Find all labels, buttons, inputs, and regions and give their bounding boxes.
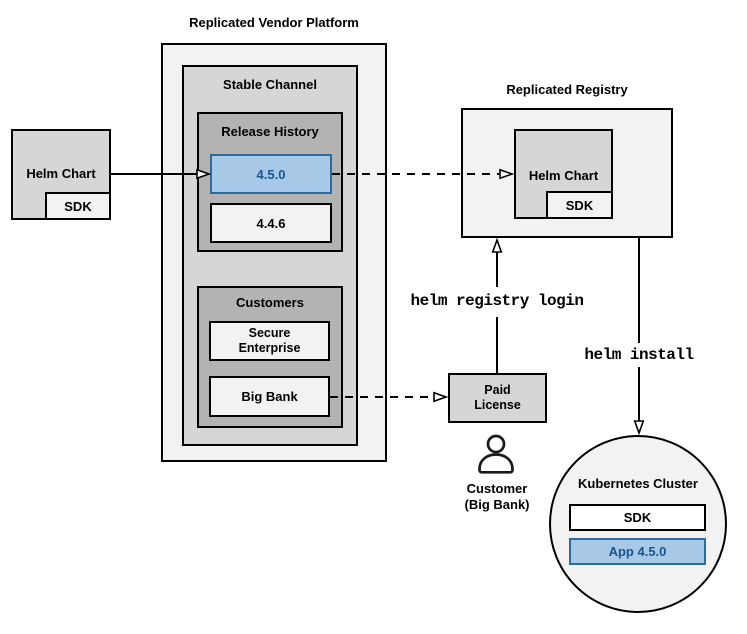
source-sdk-box: SDK — [45, 192, 111, 220]
vendor-platform-title: Replicated Vendor Platform — [189, 15, 359, 30]
registry-sdk-box: SDK — [546, 191, 613, 219]
paid-license-line1: Paid — [484, 383, 511, 397]
registry-title: Replicated Registry — [506, 82, 628, 97]
paid-license-box: Paid License — [448, 373, 547, 423]
release-4-5-0: 4.5.0 — [210, 154, 332, 194]
kubernetes-cluster-label: Kubernetes Cluster — [578, 476, 698, 491]
stable-channel-label: Stable Channel — [223, 77, 317, 92]
customer-secure-line1: Secure — [248, 326, 291, 340]
helm-install-command: helm install — [584, 346, 694, 364]
source-helm-chart-label: Helm Chart — [26, 166, 96, 181]
customer-big-bank: Big Bank — [209, 376, 330, 417]
paid-license-line2: License — [474, 398, 521, 412]
cluster-sdk-box: SDK — [569, 504, 706, 531]
customer-secure-line2: Enterprise — [238, 341, 301, 355]
customer-caption: Customer (Big Bank) — [442, 481, 552, 512]
customer-caption-line2: (Big Bank) — [464, 496, 530, 512]
release-history-label: Release History — [221, 124, 319, 139]
customers-label: Customers — [236, 295, 304, 310]
release-4-4-6: 4.4.6 — [210, 203, 332, 243]
registry-to-cluster-arrow — [633, 238, 645, 436]
customer-caption-line1: Customer — [466, 481, 528, 496]
customer-secure-enterprise: Secure Enterprise — [209, 321, 330, 361]
cluster-app-box: App 4.5.0 — [569, 538, 706, 565]
registry-helm-chart-label: Helm Chart — [528, 168, 599, 183]
helm-registry-login-command: helm registry login — [410, 292, 584, 310]
person-icon — [478, 434, 514, 474]
